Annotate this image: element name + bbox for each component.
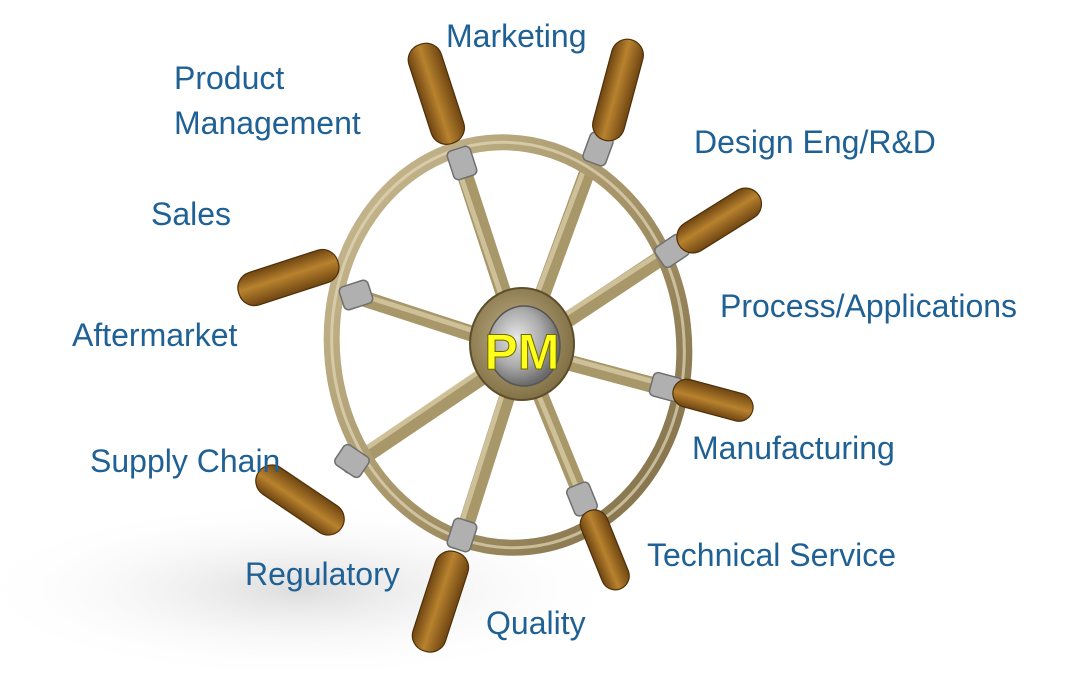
label-regulatory: Regulatory (245, 556, 400, 592)
wooden-handles (237, 38, 763, 653)
label-design-eng: Design Eng/R&D (694, 124, 936, 160)
label-sales: Sales (151, 196, 232, 232)
wheel-hub-cap (487, 305, 561, 387)
label-quality: Quality (486, 605, 586, 641)
hub-label-pm: PM (484, 324, 560, 381)
label-product-management-line2: Management (174, 105, 361, 141)
label-product-management-line1: Product (174, 60, 285, 96)
label-technical-service: Technical Service (647, 537, 896, 573)
label-supply-chain: Supply Chain (90, 443, 281, 479)
label-aftermarket: Aftermarket (72, 317, 238, 353)
label-process-applications: Process/Applications (720, 288, 1018, 324)
label-marketing: Marketing (446, 18, 587, 54)
label-manufacturing: Manufacturing (692, 430, 895, 466)
metal-collars (334, 131, 690, 553)
